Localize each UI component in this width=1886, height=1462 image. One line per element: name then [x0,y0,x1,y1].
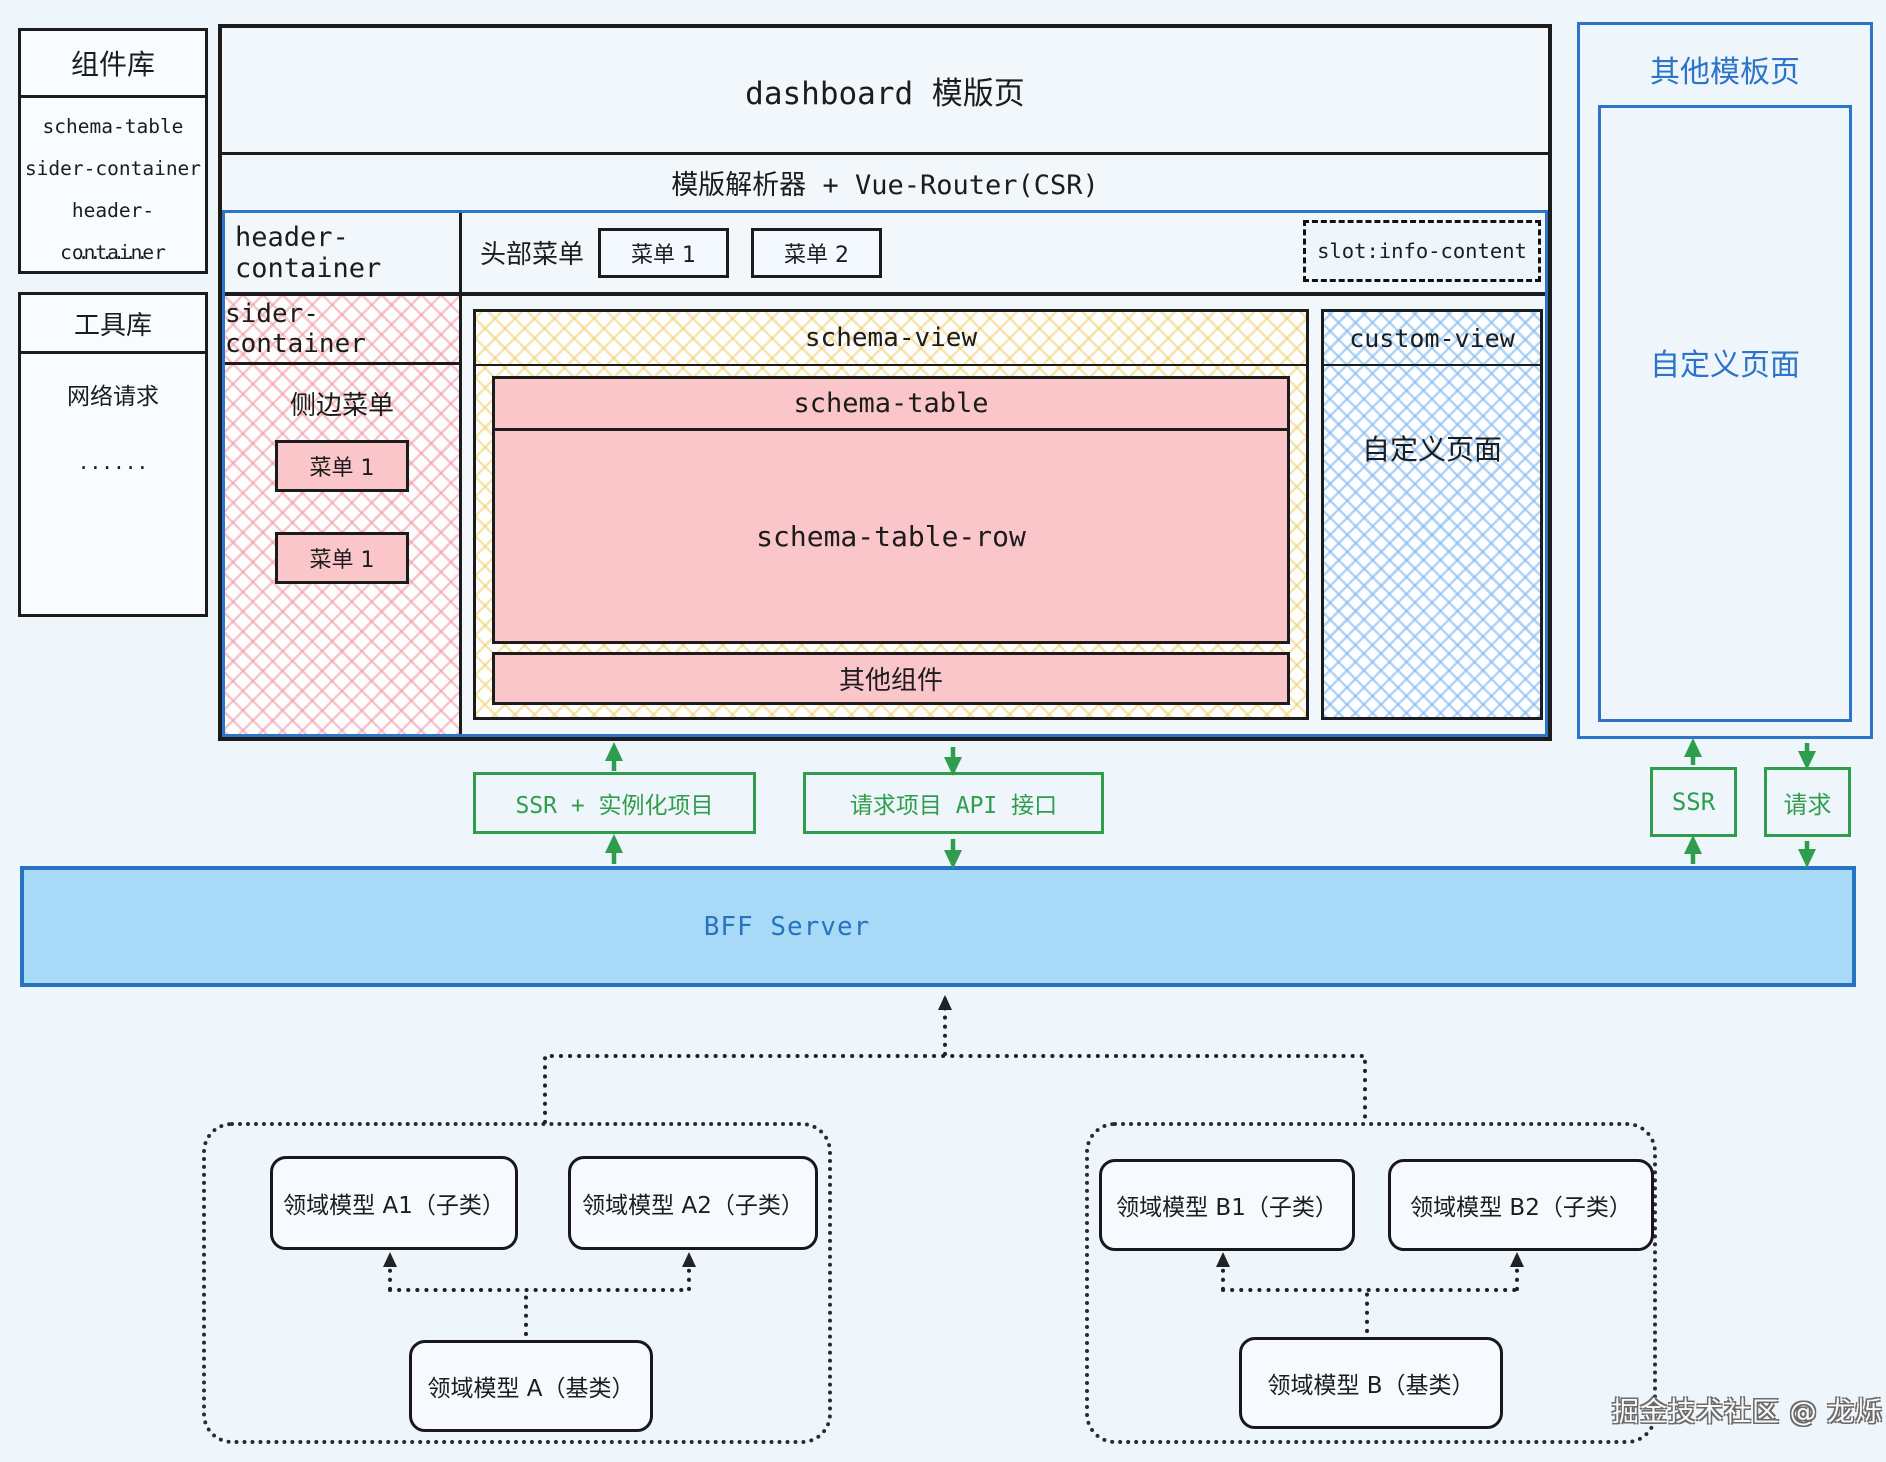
header-row: header-container 头部菜单 菜单 1 菜单 2 slot:inf… [225,213,1545,296]
header-menu-item: 菜单 1 [598,227,730,278]
header-container-label: header-container [225,213,462,292]
sider-menu-item: 菜单 1 [275,440,409,492]
library-item-ellipsis: ...... [77,241,149,264]
dashboard-title: dashboard 模版页 [745,75,1025,112]
green-arrows [605,738,1816,869]
schema-table: schema-table schema-table-row [492,376,1290,644]
domain-model-group-b: 领域模型 B1（子类） 领域模型 B2（子类） 领域模型 B（基类） [1085,1122,1657,1444]
domain-model-node: 领域模型 B2（子类） [1388,1159,1654,1251]
bff-server-bar: BFF Server [20,866,1856,987]
domain-model-base-node: 领域模型 A（基类） [409,1340,653,1432]
request-api-box: 请求项目 API 接口 [803,772,1104,834]
tool-library-items: 网络请求 ...... [21,354,205,484]
library-item: schema-table [42,115,184,138]
ssr-instantiate-box: SSR + 实例化项目 [473,772,756,834]
dashboard-template-panel: dashboard 模版页 模版解析器 + Vue-Router(CSR) he… [218,24,1552,741]
bff-domain-connectors [543,995,1367,1124]
domain-model-base-node: 领域模型 B（基类） [1239,1337,1503,1429]
sider-container: sider-container 侧边菜单 菜单 1 菜单 1 [225,296,462,734]
other-template-title: 其他模板页 [1650,55,1800,90]
request-box: 请求 [1764,767,1851,837]
tool-library-box: 工具库 网络请求 ...... [18,292,208,617]
other-template-content: 自定义页面 [1650,348,1800,383]
sider-container-label: sider-container [225,296,459,365]
ssr-box: SSR [1650,767,1737,837]
sider-menu-item: 菜单 1 [275,532,409,584]
custom-view-content: 自定义页面 [1361,433,1502,466]
domain-model-node: 领域模型 A2（子类） [568,1156,818,1250]
domain-model-node: 领域模型 B1（子类） [1099,1159,1355,1251]
app-frame: header-container 头部菜单 菜单 1 菜单 2 slot:inf… [222,210,1548,737]
library-item: sider-container [24,157,202,180]
header-menu-item: 菜单 2 [751,227,883,278]
schema-view-label: schema-view [476,312,1306,366]
sider-menu-group-label: 侧边菜单 [289,391,394,421]
domain-model-group-a: 领域模型 A1（子类） 领域模型 A2（子类） 领域模型 A（基类） [202,1122,832,1444]
custom-view: custom-view 自定义页面 [1321,309,1543,720]
other-components-bar: 其他组件 [492,652,1290,705]
schema-table-label: schema-table [495,379,1287,431]
tool-library-title: 工具库 [21,295,205,354]
schema-table-row: schema-table-row [756,519,1026,553]
other-template-inner-box: 自定义页面 [1598,105,1852,722]
component-library-items: schema-table sider-container header-cont… [21,98,205,274]
other-template-panel: 其他模板页 自定义页面 [1577,22,1873,739]
body-row: sider-container 侧边菜单 菜单 1 菜单 1 schema-vi… [225,296,1545,734]
domain-model-node: 领域模型 A1（子类） [270,1156,518,1250]
component-library-title: 组件库 [21,31,205,98]
bff-server-label: BFF Server [703,911,871,942]
slot-info-content-box: slot:info-content [1303,220,1541,282]
template-parser-row: 模版解析器 + Vue-Router(CSR) [222,152,1548,210]
library-item: 网络请求 [67,384,159,410]
watermark: 掘金技术社区 @ 龙烁 [1612,1397,1884,1428]
component-library-box: 组件库 schema-table sider-container header-… [18,28,208,274]
header-menu-group-label: 头部菜单 [480,240,585,270]
library-item-ellipsis: ...... [77,451,149,474]
library-item: header-container [60,199,166,264]
custom-view-label: custom-view [1324,312,1540,366]
schema-view: schema-view schema-table schema-table-ro… [473,309,1309,720]
